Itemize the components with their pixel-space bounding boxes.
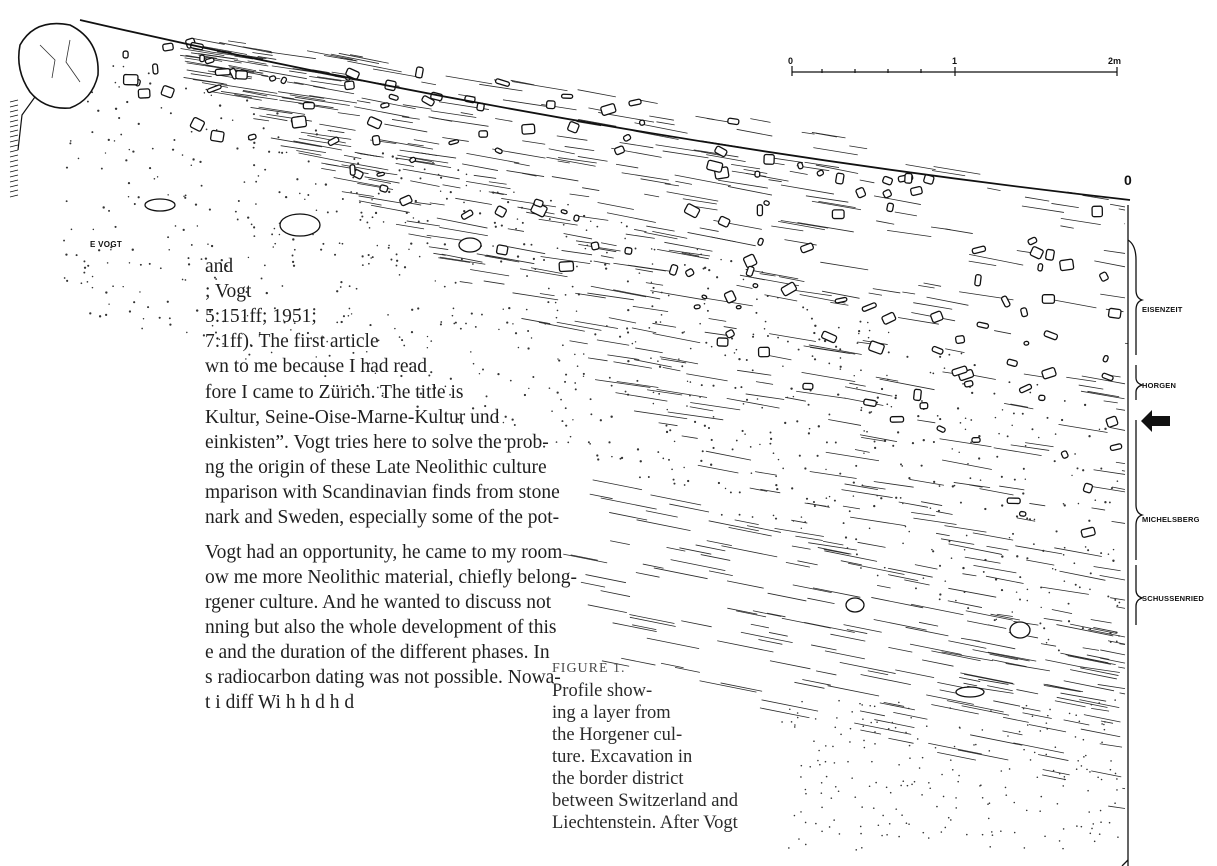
- figure-label: FIGURE 1.: [552, 661, 626, 676]
- caption-line: ing a layer from: [552, 703, 671, 723]
- body-text-line: mparison with Scandinavian finds from st…: [205, 482, 560, 503]
- body-text-line: rgener culture. And he wanted to discuss…: [205, 592, 552, 613]
- left-arrow-icon: [1141, 410, 1170, 432]
- scale-bar: [791, 66, 1118, 76]
- body-text-line: t i diff Wi h h d h d: [205, 692, 355, 713]
- body-text-line: and: [205, 256, 234, 277]
- body-text-line: 7:1ff). The first article: [205, 331, 379, 352]
- body-text-line: Vogt had an opportunity, he came to my r…: [205, 542, 563, 563]
- phase-horgen: HORGEN: [1142, 381, 1177, 390]
- body-text-line: nning but also the whole development of …: [205, 617, 557, 638]
- body-text-line: ng the origin of these Late Neolithic cu…: [205, 457, 547, 478]
- body-text-line: 5:151ff; 1951;: [205, 306, 317, 327]
- body-text-line: e and the duration of the different phas…: [205, 642, 550, 663]
- phase-axis: [1121, 205, 1145, 866]
- ground-surface-line: [79, 19, 1131, 201]
- scale-label-1: 1: [952, 56, 958, 66]
- caption-line: the border district: [552, 769, 684, 789]
- body-text-line: ; Vogt: [205, 281, 252, 302]
- body-text-line: Kultur, Seine-Oise-Marne-Kultur und: [205, 407, 500, 428]
- caption-line: the Horgener cul-: [552, 725, 683, 745]
- drafter-signature: E VOGT: [90, 240, 123, 249]
- caption-line: Liechtenstein. After Vogt: [552, 813, 738, 833]
- caption-line: ture. Excavation in: [552, 747, 693, 767]
- stone-outlines: [122, 37, 1123, 698]
- boulder-outline: [17, 22, 99, 109]
- body-text-line: nark and Sweden, especially some of the …: [205, 507, 560, 528]
- body-text-line: s radiocarbon dating was not possible. N…: [205, 667, 561, 688]
- scale-label-0: 0: [788, 56, 794, 66]
- boulder-cracks: [39, 39, 81, 83]
- body-text-line: wn to me because I had read: [205, 356, 427, 377]
- phase-schussenried: SCHUSSENRIED: [1142, 594, 1204, 603]
- caption-line: Profile show-: [552, 681, 653, 701]
- caption-line: between Switzerland and: [552, 791, 738, 811]
- phase-eisenzeit: EISENZEIT: [1142, 305, 1183, 314]
- body-text-line: ow me more Neolithic material, chiefly b…: [205, 567, 577, 588]
- body-text-line: einkisten”. Vogt tries here to solve the…: [205, 432, 549, 453]
- datum-zero-label: 0: [1124, 172, 1132, 188]
- scale-label-2m: 2m: [1108, 56, 1122, 66]
- phase-michelsberg: MICHELSBERG: [1142, 515, 1200, 524]
- body-text-line: fore I came to Zürich. The title is: [205, 382, 464, 403]
- edge-hachures: [9, 99, 19, 198]
